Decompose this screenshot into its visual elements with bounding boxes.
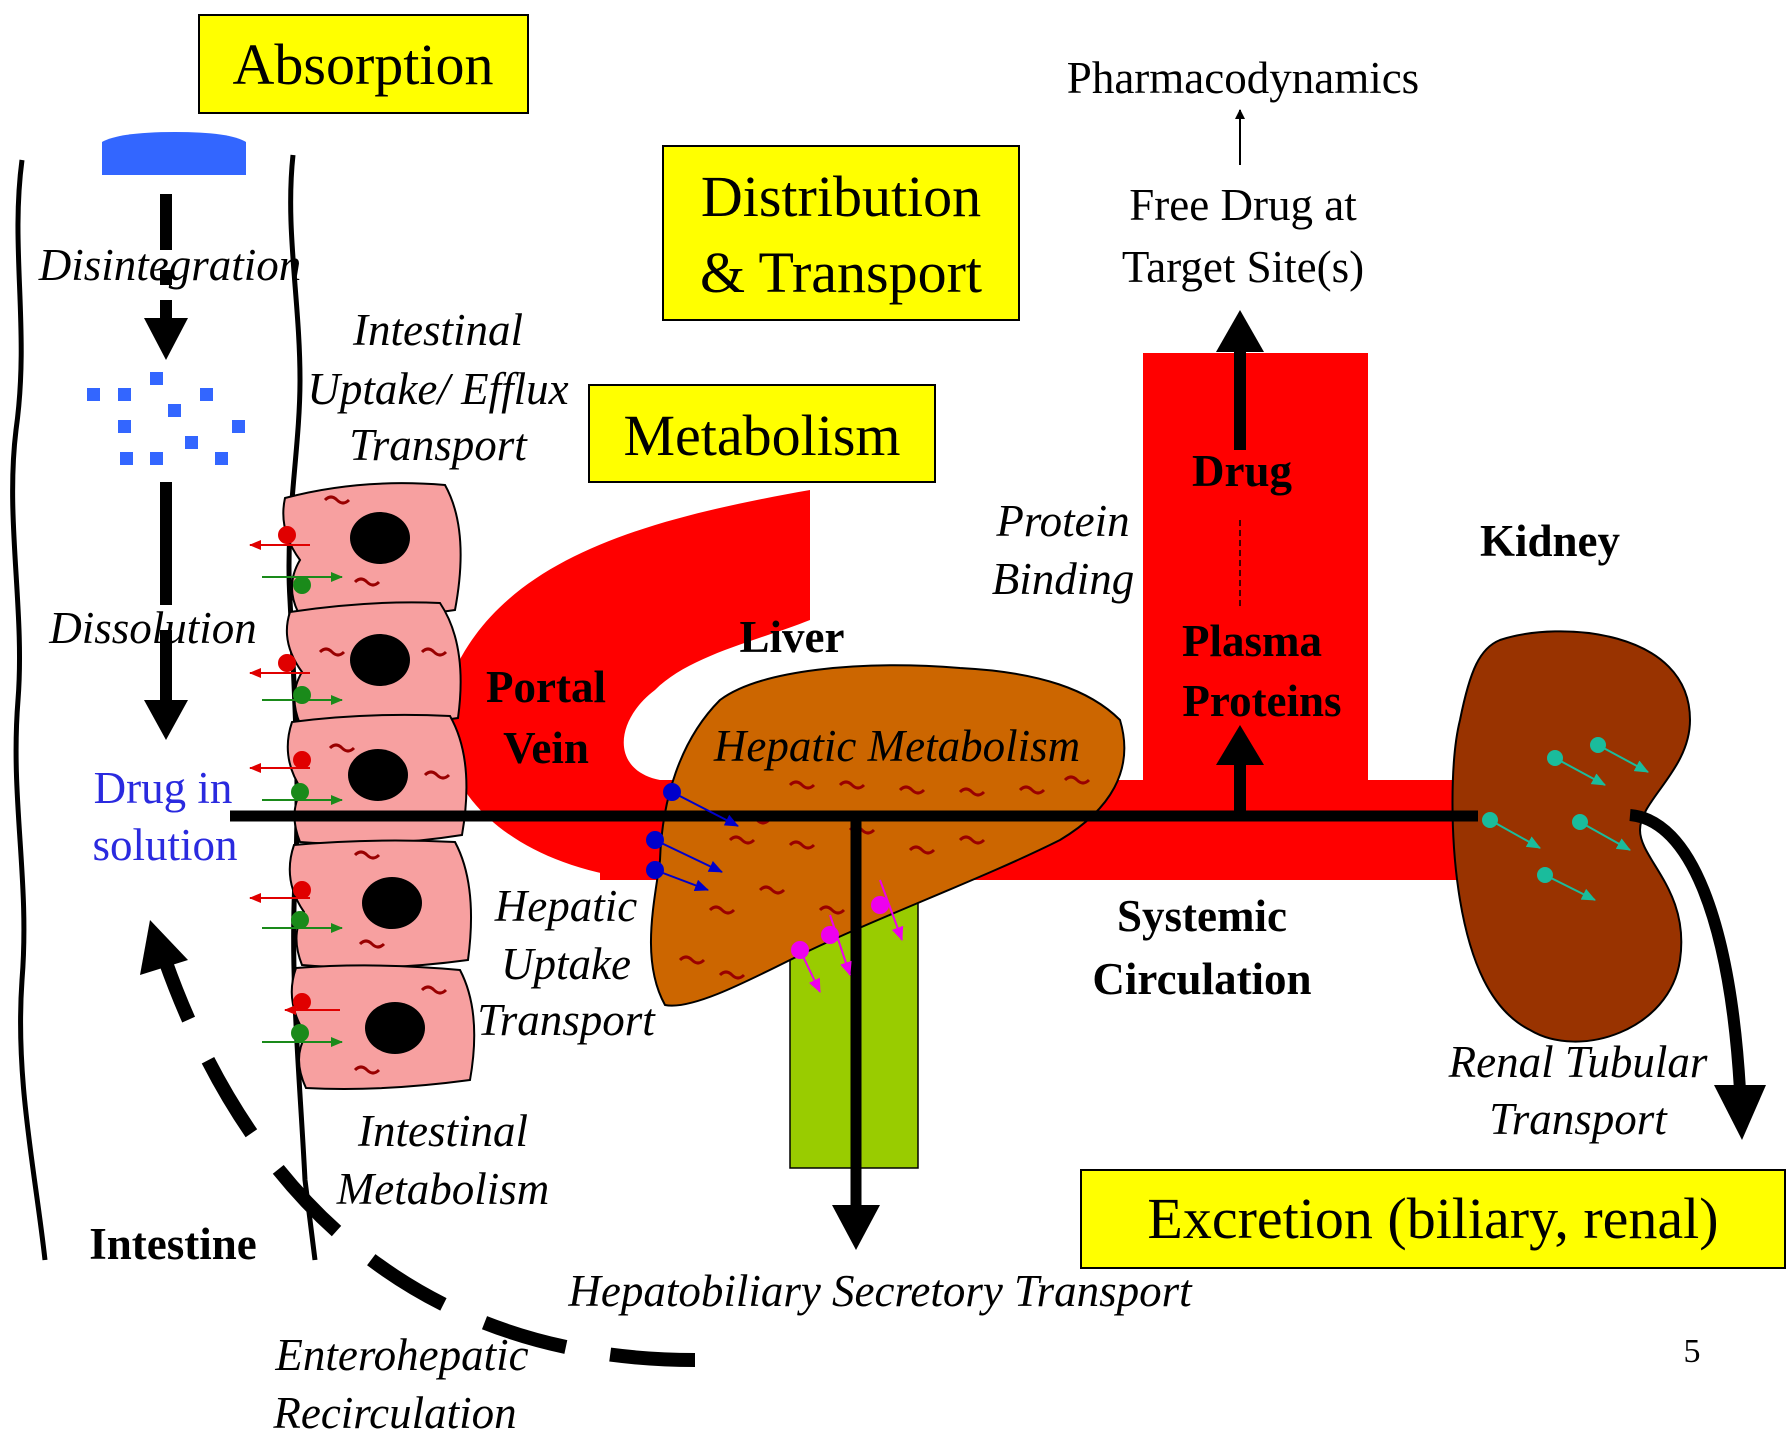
disintegration-label: Disintegration [38, 240, 302, 290]
kidney-organ [1453, 631, 1691, 1041]
drug-label: Drug [1192, 446, 1292, 496]
enterocyte [283, 483, 460, 616]
enterocyte [287, 602, 461, 726]
portal-vein-label: Portal [486, 662, 606, 712]
intestinal-uptake-label-3: Transport [349, 420, 528, 470]
plasma-proteins-label-2: Proteins [1182, 676, 1341, 726]
intestinal-metabolism-label-2: Metabolism [336, 1164, 549, 1214]
enterocyte [290, 841, 471, 968]
kidney-label: Kidney [1480, 516, 1621, 566]
drug-in-solution-label: Drug in [94, 763, 233, 813]
protein-binding-column [1143, 353, 1368, 813]
enterohepatic-label: Enterohepatic [274, 1330, 528, 1380]
hepatic-metabolism-label: Hepatic Metabolism [713, 721, 1080, 771]
heading-distribution: Distribution & Transport [663, 146, 1019, 320]
enterohepatic-label-2: Recirculation [272, 1388, 516, 1438]
renal-tubular-label: Renal Tubular [1448, 1037, 1708, 1087]
excretion-title: Excretion (biliary, renal) [1147, 1186, 1718, 1251]
hepatic-uptake-label-3: Transport [477, 995, 656, 1045]
enterocyte [292, 965, 474, 1089]
absorption-title: Absorption [233, 32, 494, 97]
protein-binding-label: Protein [995, 496, 1129, 546]
intestinal-uptake-label-2: Uptake/ Efflux [307, 364, 568, 414]
systemic-circulation-label: Systemic [1117, 891, 1287, 941]
heading-excretion: Excretion (biliary, renal) [1081, 1170, 1785, 1268]
hepatic-uptake-label: Hepatic [494, 881, 637, 931]
portal-vein-label-2: Vein [503, 723, 589, 773]
renal-tubular-label-2: Transport [1489, 1094, 1668, 1144]
distribution-title-line1: Distribution [701, 164, 981, 229]
page-number: 5 [1684, 1333, 1701, 1370]
protein-binding-label-2: Binding [992, 554, 1135, 604]
intestine-label: Intestine [89, 1219, 257, 1269]
metabolism-title: Metabolism [623, 403, 900, 468]
systemic-circulation-label-2: Circulation [1092, 954, 1311, 1004]
heading-metabolism: Metabolism [589, 385, 935, 482]
enterocyte [288, 715, 467, 844]
tablet-icon [102, 132, 246, 175]
intestinal-metabolism-label: Intestinal [357, 1106, 528, 1156]
hepatic-uptake-label-2: Uptake [501, 939, 631, 989]
drug-in-solution-label-2: solution [92, 820, 237, 870]
heading-absorption: Absorption [199, 15, 528, 113]
liver-label: Liver [740, 612, 845, 662]
distribution-title-line2: & Transport [700, 240, 982, 305]
free-drug-label-2: Target Site(s) [1122, 242, 1364, 292]
pharmacodynamics-label: Pharmacodynamics [1067, 53, 1419, 103]
intestinal-uptake-label: Intestinal [352, 305, 523, 355]
free-drug-label: Free Drug at [1129, 180, 1357, 230]
plasma-proteins-label: Plasma [1182, 616, 1322, 666]
dissolution-label: Dissolution [48, 603, 257, 653]
kidney-shape [1453, 631, 1691, 1041]
hepatobiliary-label: Hepatobiliary Secretory Transport [567, 1266, 1193, 1316]
enterocyte-cells [250, 483, 474, 1089]
drug-particles-icon [87, 372, 245, 465]
